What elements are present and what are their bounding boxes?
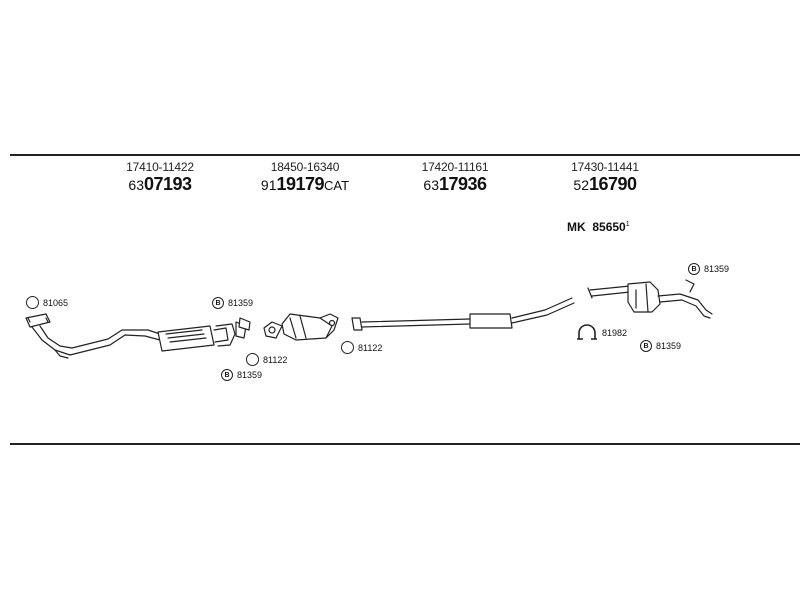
bolt-kit-icon: B bbox=[688, 263, 700, 275]
callout-gasket-81122[interactable]: 81122 bbox=[246, 353, 287, 366]
oem-number-rear-silencer: 17430-11441 bbox=[571, 160, 639, 174]
callout-bolt-kit-81359[interactable]: B 81359 bbox=[640, 340, 681, 352]
callout-clamp-81982[interactable]: 81982 bbox=[576, 324, 627, 342]
oem-number-front-pipe: 17410-11422 bbox=[126, 160, 194, 174]
bottom-divider bbox=[10, 443, 800, 445]
part-number-front-pipe[interactable]: 6307193 bbox=[128, 174, 192, 194]
callout-bolt-kit-81359[interactable]: B 81359 bbox=[212, 297, 253, 309]
top-divider bbox=[10, 154, 800, 156]
oem-number-middle-pipe: 17420-11161 bbox=[421, 160, 489, 174]
bolt-kit-icon: B bbox=[640, 340, 652, 352]
rear-silencer-drawing[interactable] bbox=[587, 279, 713, 319]
catalytic-converter-drawing[interactable] bbox=[263, 313, 339, 341]
callout-bolt-kit-81359[interactable]: B 81359 bbox=[221, 369, 262, 381]
gasket-ring-icon bbox=[246, 353, 259, 366]
part-number-rear-silencer[interactable]: 5216790 bbox=[573, 174, 637, 194]
part-number-middle-pipe[interactable]: 6317936 bbox=[423, 174, 487, 194]
bolt-kit-icon: B bbox=[221, 369, 233, 381]
callout-gasket-81122[interactable]: 81122 bbox=[341, 341, 382, 354]
gasket-ring-icon bbox=[26, 296, 39, 309]
bolt-kit-icon: B bbox=[212, 297, 224, 309]
gasket-ring-icon bbox=[341, 341, 354, 354]
callout-gasket-81065[interactable]: 81065 bbox=[26, 296, 68, 309]
oem-number-catalyst: 18450-16340 bbox=[270, 160, 340, 174]
front-pipe-drawing[interactable] bbox=[25, 313, 251, 359]
callout-bolt-kit-81359[interactable]: B 81359 bbox=[688, 263, 729, 275]
mounting-kit-number[interactable]: MK 856501 bbox=[567, 220, 630, 234]
clamp-icon bbox=[577, 324, 597, 340]
middle-pipe-drawing[interactable] bbox=[351, 297, 575, 331]
part-number-catalyst[interactable]: 9119179CAT bbox=[260, 174, 350, 194]
